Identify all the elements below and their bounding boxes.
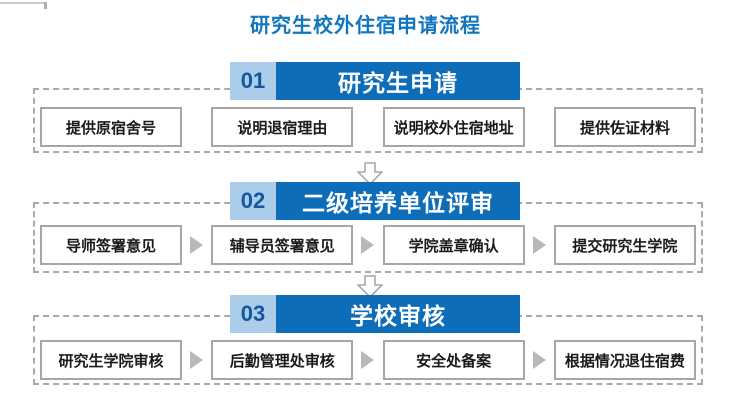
stage-2-container: 02 二级培养单位评审 导师签署意见 辅导员签署意见 学院盖章确认 提交研究生学… bbox=[33, 182, 703, 273]
step-box: 提供原宿舍号 bbox=[40, 107, 182, 147]
stage-2-header: 02 二级培养单位评审 bbox=[230, 182, 520, 220]
stage-2-steps-row: 导师签署意见 辅导员签署意见 学院盖章确认 提交研究生学院 bbox=[40, 225, 696, 265]
right-triangle-icon bbox=[361, 351, 375, 369]
step-box: 说明校外住宿地址 bbox=[382, 107, 525, 147]
down-block-arrow-icon bbox=[357, 162, 383, 185]
stage-3-number-badge: 03 bbox=[230, 295, 276, 333]
stage-1-number-badge: 01 bbox=[230, 62, 276, 100]
stage-2-number-badge: 02 bbox=[230, 182, 276, 220]
step-box: 说明退宿理由 bbox=[211, 107, 354, 147]
stage-1-title: 研究生申请 bbox=[276, 62, 520, 100]
stage-2-title: 二级培养单位评审 bbox=[276, 182, 520, 220]
step-box: 辅导员签署意见 bbox=[211, 225, 354, 265]
right-triangle-icon bbox=[532, 236, 546, 254]
page-title: 研究生校外住宿申请流程 bbox=[250, 15, 481, 37]
right-triangle-icon bbox=[532, 351, 546, 369]
stage-3-container: 03 学校审核 研究生学院审核 后勤管理处审核 安全处备案 根据情况退住宿费 bbox=[33, 295, 703, 385]
right-triangle-icon bbox=[361, 236, 375, 254]
step-box: 根据情况退住宿费 bbox=[553, 340, 696, 380]
stage-1-container: 01 研究生申请 提供原宿舍号 说明退宿理由 说明校外住宿地址 提供佐证材料 bbox=[33, 62, 703, 153]
stage-1-header: 01 研究生申请 bbox=[230, 62, 520, 100]
stage-1-steps-row: 提供原宿舍号 说明退宿理由 说明校外住宿地址 提供佐证材料 bbox=[40, 107, 696, 147]
step-box: 学院盖章确认 bbox=[382, 225, 525, 265]
corner-border-artifact bbox=[0, 2, 46, 4]
step-box: 提交研究生学院 bbox=[553, 225, 696, 265]
step-box: 研究生学院审核 bbox=[40, 340, 182, 380]
stage-3-title: 学校审核 bbox=[276, 295, 520, 333]
corner-border-artifact-tick bbox=[44, 2, 47, 9]
stage-3-header: 03 学校审核 bbox=[230, 295, 520, 333]
step-box: 后勤管理处审核 bbox=[211, 340, 354, 380]
down-block-arrow-icon bbox=[357, 275, 383, 298]
right-triangle-icon bbox=[190, 236, 204, 254]
stage-3-steps-row: 研究生学院审核 后勤管理处审核 安全处备案 根据情况退住宿费 bbox=[40, 340, 696, 380]
step-box: 导师签署意见 bbox=[40, 225, 182, 265]
step-box: 提供佐证材料 bbox=[553, 107, 696, 147]
right-triangle-icon bbox=[190, 351, 204, 369]
step-box: 安全处备案 bbox=[382, 340, 525, 380]
